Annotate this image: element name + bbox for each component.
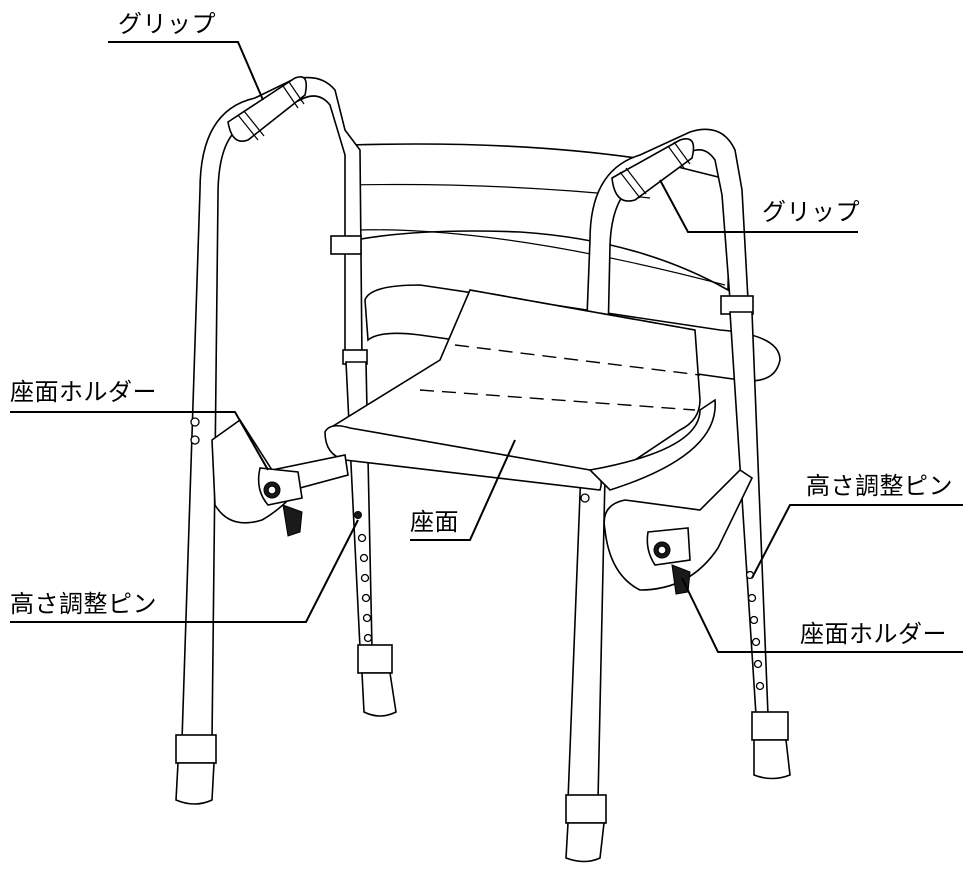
seat-holder-label-right: 座面ホルダー [800,620,947,648]
seat-label: 座面 [410,508,459,536]
height-pin-label-right: 高さ調整ピン [806,472,953,500]
grip-label-left: グリップ [118,10,216,38]
seat-holder-label-left: 座面ホルダー [10,378,157,406]
grip-label-right: グリップ [762,198,860,226]
height-pin-label-left: 高さ調整ピン [10,590,157,618]
right-seat-holder [603,468,754,595]
leader-lines [10,41,963,653]
seat [324,289,716,491]
left-pin-holes [354,511,373,643]
left-seat-holder [211,418,349,537]
